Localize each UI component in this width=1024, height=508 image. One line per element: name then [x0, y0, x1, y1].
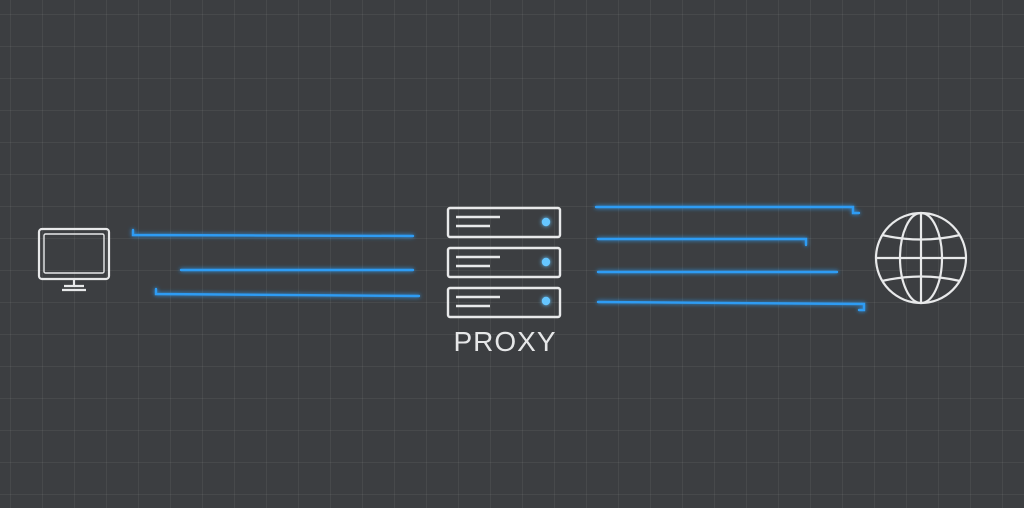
server-unit-1: [446, 206, 562, 239]
client-link-3: [154, 287, 421, 298]
server-led-2: [541, 257, 551, 267]
server-unit-2: [446, 246, 562, 279]
internet-link-1: [594, 205, 861, 215]
server-stack-icon: [446, 206, 562, 319]
client-link-1: [131, 228, 415, 238]
client-links: [131, 228, 421, 298]
monitor-icon: [37, 227, 111, 292]
internet-link-4: [596, 300, 866, 312]
server-led-3: [541, 296, 551, 306]
proxy-label: PROXY: [453, 326, 557, 357]
globe-icon: [874, 211, 968, 305]
internet-link-2: [596, 237, 808, 247]
server-unit-3: [446, 286, 562, 319]
server-led-1: [541, 217, 551, 227]
internet-links: [594, 205, 866, 312]
